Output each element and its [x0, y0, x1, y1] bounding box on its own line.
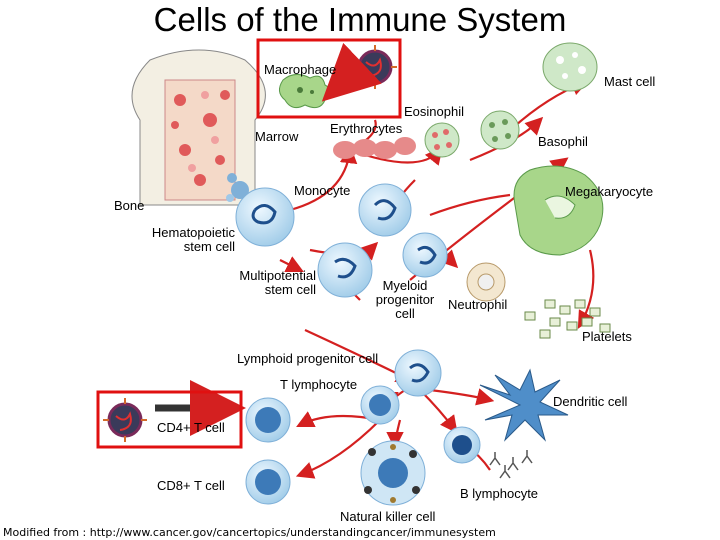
- label-mast-cell: Mast cell: [604, 74, 656, 89]
- label-multipotential-line1: Multipotential: [239, 268, 316, 283]
- bone-illustration: [131, 49, 266, 206]
- monocyte-cell: [358, 183, 412, 237]
- label-hematopoietic-line2: stem cell: [183, 239, 235, 254]
- label-myeloid-line1: Myeloid: [382, 278, 428, 293]
- label-b-lymphocyte: B lymphocyte: [460, 486, 539, 501]
- mast-cell: [542, 42, 598, 92]
- virus-icon: [353, 45, 397, 89]
- label-cd4-t-cell: CD4+ T cell: [157, 420, 225, 435]
- label-cd8-t-cell: CD8+ T cell: [157, 478, 225, 493]
- antibodies: [489, 450, 533, 479]
- t-lymphocyte-cell: [360, 385, 400, 425]
- label-natural-killer-cell: Natural killer cell: [340, 509, 436, 524]
- label-t-lymphocyte: T lymphocyte: [280, 377, 358, 392]
- page-title: Cells of the Immune System: [153, 1, 567, 38]
- label-basophil: Basophil: [538, 134, 588, 149]
- cd4-highlight-box: [96, 390, 243, 449]
- label-myeloid-line2: progenitor: [375, 292, 435, 307]
- label-monocyte: Monocyte: [294, 183, 351, 198]
- label-neutrophil: Neutrophil: [448, 297, 508, 312]
- label-eosinophil: Eosinophil: [404, 104, 464, 119]
- natural-killer-cell: [360, 440, 426, 506]
- virus-icon-cd4: [103, 398, 147, 442]
- label-megakaryocyte: Megakaryocyte: [565, 184, 654, 199]
- hematopoietic-stem-cell: [235, 187, 295, 247]
- b-lymphocyte-cell: [443, 426, 481, 464]
- multipotential-stem-cell: [317, 242, 373, 298]
- label-multipotential-line2: stem cell: [264, 282, 316, 297]
- label-dendritic-cell: Dendritic cell: [553, 394, 628, 409]
- lymphoid-progenitor-cell: [394, 349, 442, 397]
- cd4-t-cell: [245, 397, 291, 443]
- label-hematopoietic-line1: Hematopoietic: [151, 225, 235, 240]
- source-attribution: Modified from : http://www.cancer.gov/ca…: [3, 526, 496, 539]
- label-lymphoid-progenitor: Lymphoid progenitor cell: [237, 351, 379, 366]
- macrophage-cell: [279, 74, 331, 109]
- macrophage-engulf-arrow: [321, 42, 382, 102]
- megakaryocyte-cell: [513, 165, 604, 256]
- dendritic-cell: [479, 368, 569, 442]
- myeloid-progenitor-cell: [402, 232, 448, 278]
- label-marrow: Marrow: [255, 129, 299, 144]
- basophil-cell: [480, 110, 520, 150]
- label-erythrocytes: Erythrocytes: [330, 121, 403, 136]
- erythrocytes: [333, 137, 416, 159]
- label-bone: Bone: [114, 198, 145, 213]
- label-myeloid-line3: cell: [395, 306, 415, 321]
- eosinophil-cell: [424, 122, 460, 158]
- macrophage-highlight-box: [256, 38, 402, 119]
- platelets: [524, 299, 611, 339]
- label-macrophage: Macrophage: [264, 62, 337, 77]
- label-platelets: Platelets: [582, 329, 632, 344]
- neutrophil-cell: [466, 262, 506, 302]
- cd8-t-cell: [245, 459, 291, 505]
